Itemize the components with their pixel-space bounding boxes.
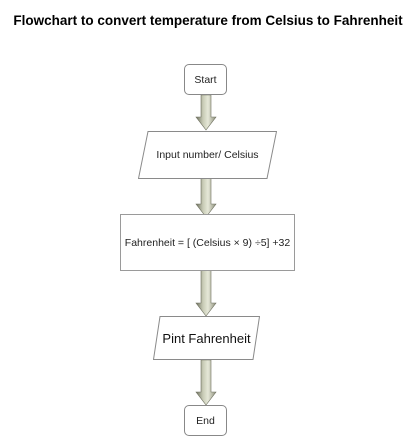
arrow-start-to-input (195, 94, 217, 131)
input-parallelogram: Input number/ Celsius (138, 131, 277, 179)
print-parallelogram: Pint Fahrenheit (153, 316, 260, 360)
start-label: Start (194, 73, 217, 86)
end-label: End (196, 414, 215, 427)
input-label: Input number/ Celsius (156, 149, 259, 161)
compute-label: Fahrenheit = [ (Celsius × 9) ÷5] +32 (124, 236, 291, 249)
diagram-title: Flowchart to convert temperature from Ce… (13, 13, 403, 28)
arrow-input-to-compute (195, 177, 217, 218)
compute-process-box: Fahrenheit = [ (Celsius × 9) ÷5] +32 (120, 214, 295, 271)
arrow-print-to-end (195, 359, 217, 406)
end-terminal: End (184, 405, 227, 436)
arrow-compute-to-print (195, 269, 217, 317)
print-parallelogram-shape (153, 316, 260, 360)
start-terminal: Start (184, 64, 227, 95)
print-label: Pint Fahrenheit (162, 330, 251, 346)
input-parallelogram-shape (138, 131, 277, 179)
